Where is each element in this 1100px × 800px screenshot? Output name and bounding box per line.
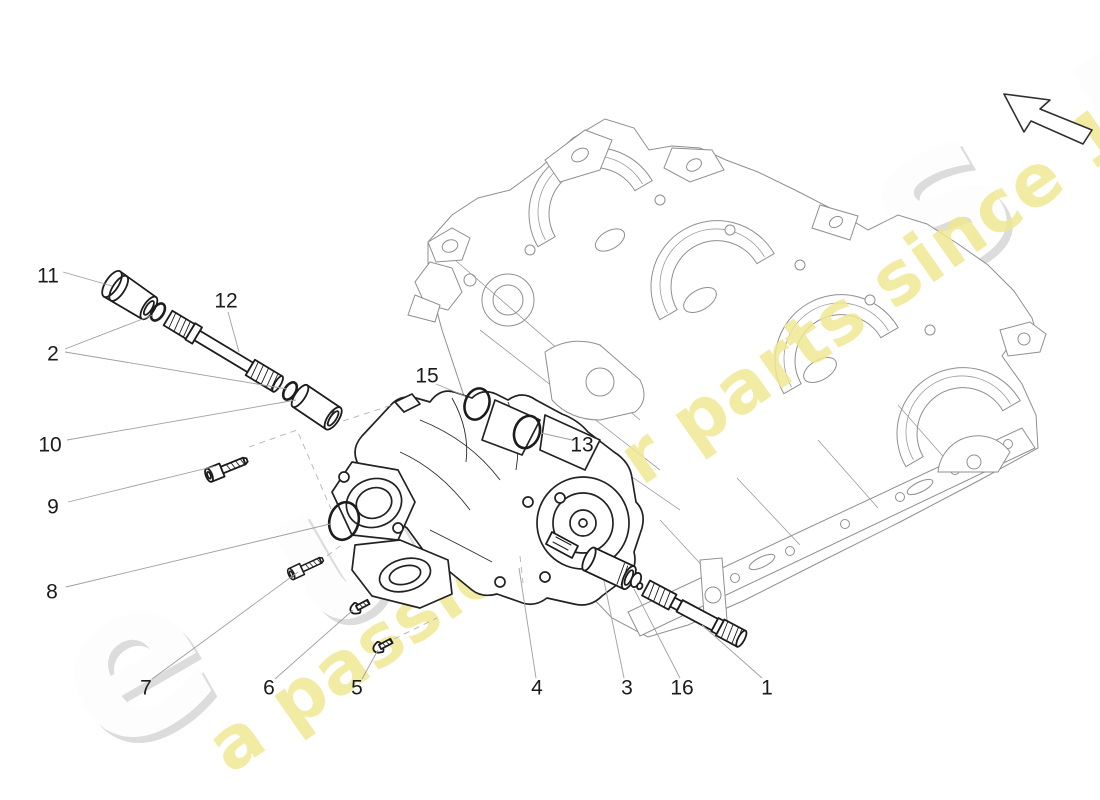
leader-line-2 <box>64 351 288 390</box>
leader-line-3 <box>603 580 625 679</box>
leader-line-1 <box>701 624 763 679</box>
leader-line-16 <box>633 588 681 679</box>
leader-line-5 <box>361 649 379 680</box>
part-2-oring-upper <box>149 302 167 322</box>
part-12-shaft <box>162 309 284 393</box>
callout-leader-lines <box>62 271 763 680</box>
callout-7: 7 <box>140 677 152 700</box>
oil-pump-body <box>331 390 644 609</box>
leader-line-2 <box>64 314 154 350</box>
part-1-shaft <box>641 579 748 648</box>
leader-line-10 <box>66 399 297 441</box>
callout-13: 13 <box>570 434 593 457</box>
leader-line-4 <box>518 567 537 679</box>
callout-2: 2 <box>47 343 59 366</box>
part-10-sleeve <box>290 383 343 431</box>
callout-9: 9 <box>47 496 59 519</box>
callout-5: 5 <box>351 677 363 700</box>
part-13-oring <box>512 414 542 450</box>
leader-line-12 <box>227 311 240 353</box>
part-8-oring <box>327 500 361 542</box>
leader-line-13 <box>540 432 573 441</box>
assembly-dash-2 <box>326 542 345 557</box>
leader-line-7 <box>151 571 299 680</box>
part-3-sleeve <box>581 546 637 591</box>
leader-line-8 <box>65 523 331 588</box>
callout-10: 10 <box>38 434 61 457</box>
leader-line-15 <box>435 383 466 397</box>
callout-numbers: 11 2 12 10 9 8 7 6 5 4 3 16 1 15 13 <box>37 265 773 700</box>
assembly-dash-1 <box>342 404 393 422</box>
callout-12: 12 <box>214 290 237 313</box>
assembly-dash-3 <box>393 617 438 640</box>
assembly-dash-lines <box>248 404 524 640</box>
assembly-dash-0 <box>248 429 332 510</box>
leader-line-6 <box>274 609 354 680</box>
callout-16: 16 <box>670 677 693 700</box>
callout-6: 6 <box>263 677 275 700</box>
leader-line-9 <box>67 465 217 503</box>
callout-1: 1 <box>761 677 773 700</box>
part-16-ring <box>629 572 644 591</box>
callout-11: 11 <box>37 265 59 288</box>
leader-line-11 <box>62 271 113 287</box>
assembly-dash-4 <box>519 555 524 584</box>
direction-arrow-icon <box>1003 93 1093 145</box>
callout-15: 15 <box>415 365 438 388</box>
deck-flanges <box>407 129 859 323</box>
part-15-oring <box>463 387 491 421</box>
callout-3: 3 <box>621 677 633 700</box>
sump-rail <box>627 404 1036 637</box>
callout-8: 8 <box>46 581 58 604</box>
callout-4: 4 <box>531 677 543 700</box>
